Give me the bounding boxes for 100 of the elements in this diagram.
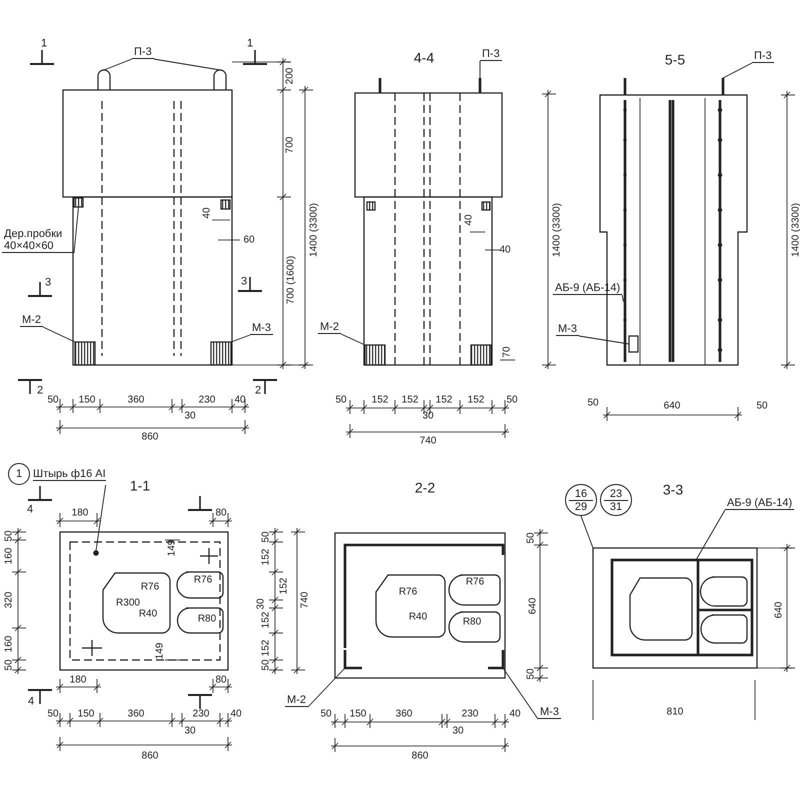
- leader-line: [502, 668, 538, 720]
- view-title: 5-5: [664, 54, 686, 66]
- part-label: АБ-9 (АБ-14): [725, 497, 794, 510]
- dimension-label: 640: [774, 602, 784, 618]
- part-label: П-3: [480, 48, 502, 61]
- radius-label: R80: [462, 616, 482, 628]
- dimension-label: 740: [420, 436, 436, 446]
- radius-label: R76: [466, 576, 484, 588]
- dimension-label: 150: [350, 708, 366, 720]
- dimension-label: 50: [4, 530, 14, 542]
- dimension-label: 152: [278, 578, 290, 594]
- dimension-label: 200: [284, 68, 296, 84]
- leader-line: [722, 62, 752, 78]
- dimension-label: 50: [526, 668, 536, 680]
- dimension-label: 160: [4, 548, 14, 564]
- radius-label: R76: [140, 582, 160, 592]
- leader-line: [104, 58, 132, 70]
- dimension-label: 50: [260, 659, 272, 671]
- section-mark-label: 2: [254, 386, 262, 396]
- dimension-label: 40: [230, 708, 242, 720]
- radius-label: R76: [398, 586, 418, 598]
- dimension-label: 149: [154, 642, 166, 660]
- leader-line: [96, 484, 106, 552]
- dimension-label: 152: [260, 548, 272, 566]
- dimension-label: 152: [402, 394, 418, 406]
- embedded-plate: [74, 341, 96, 366]
- corner-plate: [488, 650, 504, 670]
- part-label: М-2: [318, 321, 341, 334]
- lifting-rod: [478, 78, 482, 93]
- dimension-label: 1400 (3300): [552, 203, 562, 257]
- pin-dot: [93, 550, 99, 556]
- dimension-label: 160: [4, 636, 14, 652]
- section-mark-label: 1: [40, 38, 48, 50]
- dimension-label: 860: [142, 432, 158, 442]
- dimension-label: 180: [72, 508, 88, 518]
- embedded-plate: [628, 335, 639, 353]
- dimension-label: 30: [184, 410, 196, 422]
- dimension-label: 152: [372, 394, 388, 406]
- part-label: П-3: [132, 46, 154, 59]
- embedded-plate: [364, 344, 386, 366]
- embedded-plate: [210, 341, 232, 366]
- dimension-label: 40: [202, 207, 212, 219]
- dimension-label: 60: [243, 234, 255, 246]
- section-mark-label: 4: [28, 696, 34, 708]
- view-title: 3-3: [662, 484, 684, 496]
- dimension-label: 700 (1600): [286, 256, 296, 304]
- dimension-label: 70: [502, 346, 512, 358]
- callout-circle: 16 29: [565, 484, 597, 516]
- dimension-label: 150: [78, 708, 94, 720]
- reinforcement-frame: [610, 558, 754, 656]
- dimension-label: 50: [756, 400, 768, 412]
- dimension-label: 30: [256, 598, 266, 610]
- dimension-label: 50: [506, 394, 518, 406]
- radius-label: R40: [138, 608, 158, 620]
- dimension-label: 50: [47, 394, 59, 406]
- part-label: М-2: [20, 314, 43, 327]
- part-label: М-3: [250, 322, 273, 335]
- dimension-label: 40: [499, 244, 511, 256]
- dimension-label: 30: [184, 726, 196, 736]
- dimension-label: 152: [468, 394, 484, 406]
- dimension-label: 700: [284, 136, 296, 154]
- part-label: П-3: [752, 50, 774, 63]
- leader-line: [230, 334, 250, 342]
- dimension-label: 640: [528, 598, 538, 614]
- dimension-label: 152: [436, 394, 452, 406]
- dimension-label: 50: [587, 398, 599, 408]
- leader-line: [696, 510, 726, 560]
- dimension-label: 50: [47, 708, 59, 720]
- leader-line: [622, 294, 624, 302]
- dimension-label: 150: [78, 394, 96, 406]
- dimension-label: 230: [192, 708, 210, 720]
- dimension-label: 180: [70, 674, 86, 686]
- section-mark-label: 3: [240, 276, 248, 288]
- leader-line: [153, 58, 220, 70]
- dimension-label: 360: [128, 708, 144, 720]
- section-mark-label: 4: [26, 504, 34, 516]
- view-title: 2-2: [414, 482, 436, 494]
- block-plan-drawing: [592, 547, 758, 669]
- dimension-label: 30: [452, 726, 464, 736]
- dimension-label: 860: [412, 750, 428, 762]
- dimension-label: 230: [462, 708, 478, 720]
- part-label: М-2: [285, 694, 308, 707]
- section-mark-label: 2: [36, 386, 44, 396]
- part-label: Дер.пробки 40×40×60: [2, 228, 74, 253]
- leader-line: [580, 516, 594, 548]
- dimension-label: 30: [422, 410, 434, 422]
- dimension-label: 40: [509, 708, 521, 720]
- part-label: М-3: [556, 323, 579, 336]
- section-mark-label: 3: [44, 278, 52, 288]
- dimension-label: 640: [664, 400, 680, 412]
- dimension-label: 80: [215, 674, 227, 686]
- leader-line: [340, 334, 366, 346]
- view-title: 4-4: [414, 52, 434, 64]
- dimension-label: 40: [464, 214, 474, 226]
- dimension-label: 810: [666, 706, 684, 718]
- leader-line: [42, 326, 76, 342]
- dimension-label: 50: [526, 532, 536, 544]
- view-title: 1-1: [130, 480, 150, 492]
- callout-number: 1: [8, 463, 30, 485]
- leader-line: [74, 206, 79, 254]
